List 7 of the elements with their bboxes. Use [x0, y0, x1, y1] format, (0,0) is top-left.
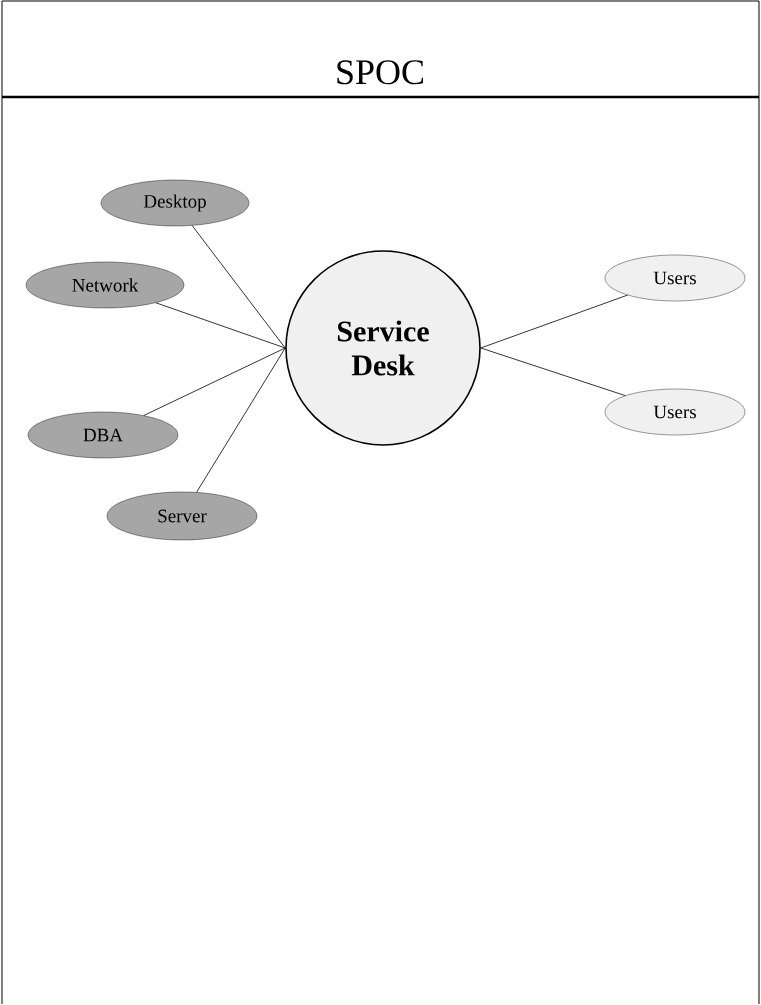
connector-line [143, 347, 286, 416]
connector-line [191, 225, 286, 349]
connector-line [480, 347, 626, 396]
connector-line [196, 347, 286, 493]
connector-line [155, 302, 286, 349]
title: SPOC [337, 60, 423, 85]
connector-line [480, 294, 628, 349]
